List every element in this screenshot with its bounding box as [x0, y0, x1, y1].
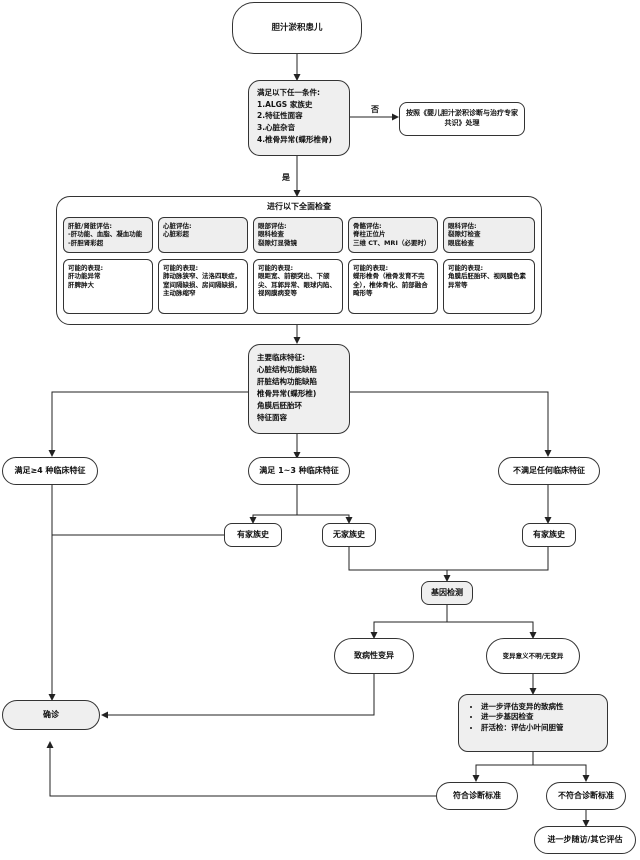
family-none: 无家族史 — [322, 523, 376, 547]
pathogenic-variant-label: 致病性变异 — [354, 651, 394, 660]
no-outcome-text: 按照《婴儿胆汁淤积诊断与治疗专家共识》处理 — [406, 109, 518, 127]
eval-bone: 骨骼评估: 脊柱正位片 三维 CT、MRI（必要时） — [348, 217, 438, 253]
branch-ge4: 满足≥4 种临床特征 — [2, 457, 98, 485]
further-item-2: 进一步基因检查 — [481, 712, 603, 721]
full-exam-title: 进行以下全面检查 — [267, 202, 331, 211]
main-feature-liver: 肝脏结构功能缺陷 — [257, 377, 317, 386]
main-features-title: 主要临床特征: — [257, 353, 305, 362]
no-outcome-box: 按照《婴儿胆汁淤积诊断与治疗专家共识》处理 — [399, 102, 525, 136]
pathogenic-variant-node: 致病性变异 — [334, 638, 414, 674]
meets-criteria-node: 符合诊断标准 — [436, 782, 518, 810]
finding-heart-line1: 肺动脉狭窄、法洛四联症，室间隔缺损、房间隔缺损，主动脉缩窄 — [163, 272, 241, 298]
main-feature-face: 特征面容 — [257, 413, 287, 422]
main-features-box: 主要临床特征: 心脏结构功能缺陷 肝脏结构功能缺陷 椎骨异常(蝶形椎) 角膜后胚… — [248, 344, 350, 434]
eval-liver-title: 肝脏/肾脏评估: — [68, 222, 112, 230]
eval-ophthalmology: 眼科评估: 裂隙灯检查 眼底检查 — [443, 217, 535, 253]
eval-ophth-line1: 裂隙灯检查 — [448, 230, 481, 239]
further-evaluation-list: 进一步评估变异的致病性 进一步基因检查 肝活检：评估小叶间胆管 — [463, 702, 603, 732]
eval-liver-kidney: 肝脏/肾脏评估: -肝功能、血脂、凝血功能 -肝胆肾彩超 — [63, 217, 153, 253]
unclear-variant-label: 变异意义不明/无变异 — [502, 651, 564, 660]
finding-heart-title: 可能的表现: — [163, 264, 199, 272]
eval-bone-line2: 三维 CT、MRI（必要时） — [353, 238, 431, 247]
further-evaluation-box: 进一步评估变异的致病性 进一步基因检查 肝活检：评估小叶间胆管 — [458, 694, 608, 752]
family-none-label: 无家族史 — [333, 530, 365, 539]
eval-eye-title: 眼部评估: — [258, 222, 287, 230]
finding-liver-line1: 肝功能异常 — [68, 272, 101, 281]
main-feature-eye: 角膜后胚胎环 — [257, 401, 302, 410]
finding-bone: 可能的表现: 蝶形椎骨（椎骨发育不完全），椎体骨化、前部融合畸形等 — [348, 259, 438, 314]
further-item-1: 进一步评估变异的致病性 — [481, 702, 603, 711]
eval-heart-title: 心脏评估: — [163, 222, 192, 230]
eval-liver-line1: -肝功能、血脂、凝血功能 — [68, 230, 143, 239]
yes-label: 是 — [282, 173, 290, 182]
eval-bone-title: 骨骼评估: — [353, 222, 382, 230]
branch-ge4-label: 满足≥4 种临床特征 — [14, 466, 86, 475]
finding-face-line1: 眼距宽、前额突出、下颌尖、耳郭异常、眼球内陷、视网膜病变等 — [258, 272, 336, 298]
followup-node: 进一步随访/其它评估 — [534, 826, 636, 854]
family-has-2-label: 有家族史 — [533, 530, 565, 539]
criteria-item-3: 3.心脏杂音 — [257, 122, 296, 132]
eval-eye-line1: 眼科检查 — [258, 230, 284, 239]
gene-test-node: 基因检测 — [421, 581, 473, 605]
start-label: 胆汁淤积患儿 — [271, 22, 323, 33]
eval-liver-line2: -肝胆肾彩超 — [68, 238, 104, 247]
not-meets-criteria-node: 不符合诊断标准 — [546, 782, 626, 810]
criteria-title: 满足以下任一条件: — [257, 88, 320, 97]
criteria-item-2: 2.特征性面容 — [257, 111, 303, 121]
eval-ophth-title: 眼科评估: — [448, 222, 477, 230]
gene-test-label: 基因检测 — [431, 588, 463, 597]
criteria-item-4: 4.椎骨异常(蝶形椎骨) — [257, 134, 332, 144]
family-has-1: 有家族史 — [224, 523, 282, 547]
eval-ophth-line2: 眼底检查 — [448, 238, 474, 247]
full-exam-container: 进行以下全面检查 肝脏/肾脏评估: -肝功能、血脂、凝血功能 -肝胆肾彩超 心脏… — [56, 196, 542, 325]
branch-none: 不满足任何临床特征 — [498, 457, 600, 485]
finding-eye: 可能的表现: 角膜后胚胎环、视网膜色素异常等 — [443, 259, 535, 314]
meets-criteria-label: 符合诊断标准 — [453, 791, 501, 800]
family-has-1-label: 有家族史 — [237, 530, 269, 539]
main-feature-heart: 心脏结构功能缺陷 — [257, 365, 317, 374]
eval-heart-line1: 心脏彩超 — [163, 230, 189, 239]
finding-eye-title: 可能的表现: — [448, 264, 484, 272]
finding-liver: 可能的表现: 肝功能异常 肝脾肿大 — [63, 259, 153, 314]
followup-label: 进一步随访/其它评估 — [547, 835, 623, 844]
diagnosis-label: 确诊 — [43, 710, 59, 719]
main-feature-spine: 椎骨异常(蝶形椎) — [257, 389, 317, 398]
eval-bone-line1: 脊柱正位片 — [353, 230, 386, 239]
branch-one-to-three: 满足 1~3 种临床特征 — [248, 457, 350, 485]
unclear-variant-node: 变异意义不明/无变异 — [486, 638, 580, 674]
finding-bone-line1: 蝶形椎骨（椎骨发育不完全），椎体骨化、前部融合畸形等 — [353, 272, 428, 298]
criteria-item-1: 1.ALGS 家族史 — [257, 99, 313, 109]
diagnosis-node: 确诊 — [2, 700, 100, 730]
branch-one-to-three-label: 满足 1~3 种临床特征 — [259, 466, 339, 475]
no-label: 否 — [371, 105, 379, 114]
finding-eye-line1: 角膜后胚胎环、视网膜色素异常等 — [448, 272, 526, 289]
finding-face-title: 可能的表现: — [258, 264, 294, 272]
criteria-box: 满足以下任一条件: 1.ALGS 家族史 2.特征性面容 3.心脏杂音 4.椎骨… — [248, 80, 350, 156]
eval-eye: 眼部评估: 眼科检查 裂隙灯显微镜 — [253, 217, 343, 253]
finding-heart: 可能的表现: 肺动脉狭窄、法洛四联症，室间隔缺损、房间隔缺损，主动脉缩窄 — [158, 259, 248, 314]
not-meets-criteria-label: 不符合诊断标准 — [558, 791, 614, 800]
eval-eye-line2: 裂隙灯显微镜 — [258, 238, 297, 247]
finding-liver-line2: 肝脾肿大 — [68, 280, 94, 289]
finding-liver-title: 可能的表现: — [68, 264, 104, 272]
finding-bone-title: 可能的表现: — [353, 264, 389, 272]
family-has-2: 有家族史 — [522, 523, 576, 547]
branch-none-label: 不满足任何临床特征 — [513, 466, 585, 475]
eval-heart: 心脏评估: 心脏彩超 — [158, 217, 248, 253]
start-node: 胆汁淤积患儿 — [232, 2, 362, 54]
finding-face: 可能的表现: 眼距宽、前额突出、下颌尖、耳郭异常、眼球内陷、视网膜病变等 — [253, 259, 343, 314]
further-item-3: 肝活检：评估小叶间胆管 — [481, 723, 603, 732]
